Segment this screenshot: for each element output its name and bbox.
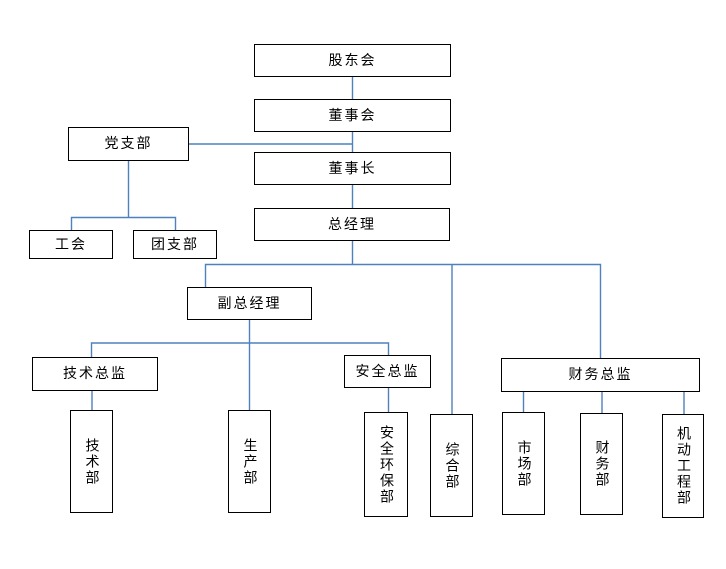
node-finance-dept: 财务部 (580, 413, 623, 515)
connector-deputy-gm-rail (90, 342, 390, 357)
node-deputy-general-manager: 副总经理 (187, 287, 312, 320)
node-board-of-directors: 董事会 (254, 99, 451, 132)
node-general-manager: 总经理 (254, 208, 450, 241)
node-production-dept: 生产部 (228, 410, 271, 513)
node-labor-union: 工会 (29, 230, 113, 259)
node-safety-environment-dept: 安全环保部 (364, 412, 408, 517)
connector-party-branch-children (70, 216, 177, 230)
node-safety-director: 安全总监 (344, 355, 431, 388)
node-marketing-dept: 市场部 (502, 412, 545, 515)
node-technical-director: 技术总监 (32, 357, 158, 391)
node-shareholders: 股东会 (254, 44, 451, 77)
node-mechanical-engineering-dept: 机动工程部 (662, 414, 704, 518)
node-finance-director: 财务总监 (501, 358, 700, 392)
node-technology-dept: 技术部 (70, 410, 113, 513)
node-general-affairs-dept: 综合部 (430, 414, 473, 517)
node-party-branch: 党支部 (68, 127, 189, 161)
connector-gm-rail (204, 263, 602, 358)
node-youth-league-branch: 团支部 (133, 230, 217, 259)
node-chairman: 董事长 (254, 152, 451, 185)
